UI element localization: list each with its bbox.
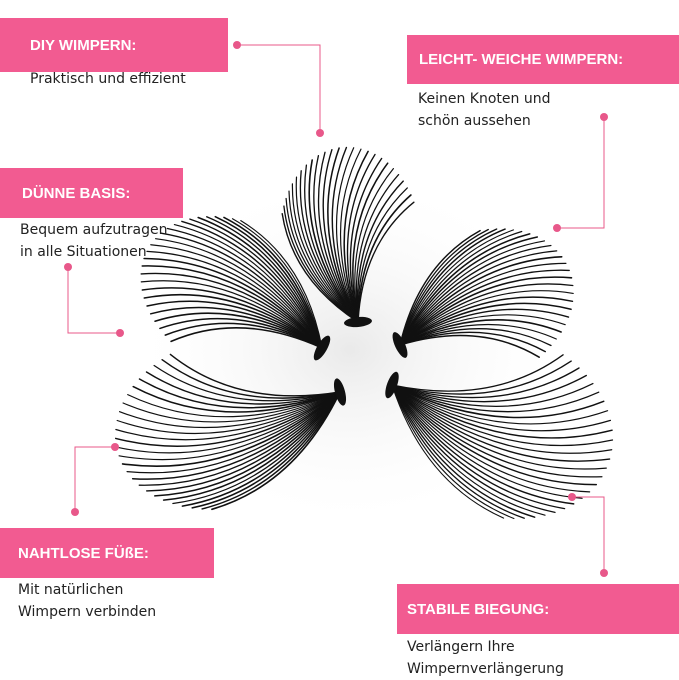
feature-desc-leicht: Keinen Knoten und schön aussehen [418, 88, 550, 132]
feature-desc-line: Wimpern verbinden [18, 601, 156, 623]
feature-desc-line: Wimpernverlängerung [407, 658, 564, 680]
feature-desc-line: Verlängern Ihre [407, 636, 564, 658]
feature-desc-nahtlos: Mit natürlichen Wimpern verbinden [18, 579, 156, 623]
feature-title-leicht: LEICHT- WEICHE WIMPERN: [419, 51, 623, 68]
feature-desc-line: Bequem aufzutragen [20, 219, 167, 241]
feature-desc-line: Praktisch und effizient [30, 68, 186, 90]
feature-desc-line: schön aussehen [418, 110, 550, 132]
feature-title-diy: DIY WIMPERN: [30, 37, 136, 54]
feature-desc-basis: Bequem aufzutragen in alle Situationen [20, 219, 167, 263]
feature-title-nahtlos: NAHTLOSE FÜßE: [18, 545, 149, 562]
feature-title-basis: DÜNNE BASIS: [22, 185, 130, 202]
feature-banner-nahtlos: NAHTLOSE FÜßE: [0, 528, 214, 578]
feature-banner-stabil: STABILE BIEGUNG: [397, 584, 679, 634]
feature-desc-line: Keinen Knoten und [418, 88, 550, 110]
feature-title-stabil: STABILE BIEGUNG: [407, 601, 549, 618]
feature-desc-line: Mit natürlichen [18, 579, 156, 601]
feature-desc-diy: Praktisch und effizient [30, 68, 186, 90]
feature-banner-leicht: LEICHT- WEICHE WIMPERN: [407, 35, 679, 84]
feature-banner-diy: DIY WIMPERN: [0, 18, 228, 72]
feature-banner-basis: DÜNNE BASIS: [0, 168, 183, 218]
feature-desc-stabil: Verlängern Ihre Wimpernverlängerung [407, 636, 564, 680]
feature-desc-line: in alle Situationen [20, 241, 167, 263]
